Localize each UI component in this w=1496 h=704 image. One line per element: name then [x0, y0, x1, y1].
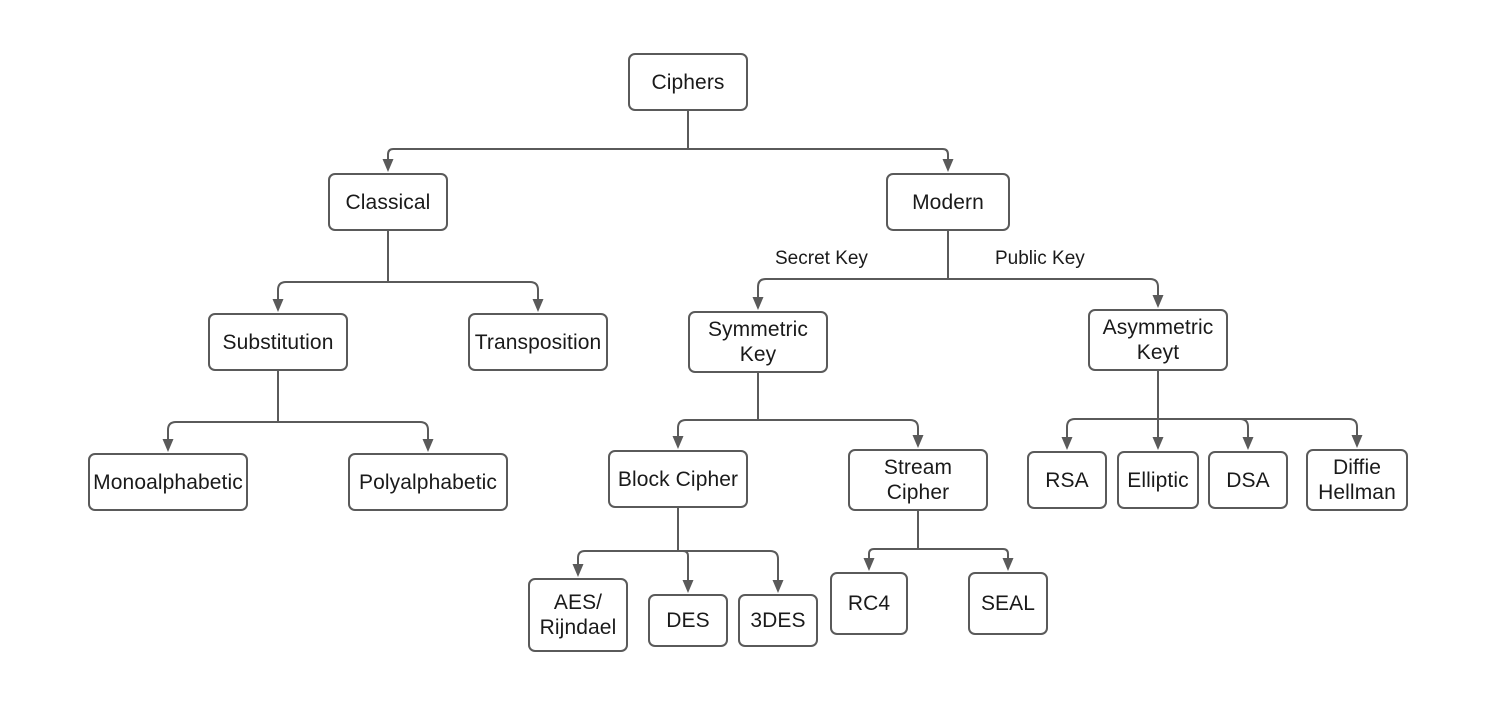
connector-line — [277, 281, 389, 302]
connector-line — [687, 148, 949, 162]
connector-arrowhead — [532, 299, 544, 312]
node-dsa[interactable]: DSA — [1208, 451, 1288, 509]
node-label: Ciphers — [651, 70, 725, 94]
node-block[interactable]: Block Cipher — [608, 450, 748, 508]
node-des[interactable]: DES — [648, 594, 728, 647]
node-label: Transposition — [474, 330, 602, 354]
connector-line — [677, 550, 689, 583]
connector-arrowhead — [162, 439, 174, 452]
connector-line — [677, 419, 759, 439]
node-label: Modern — [912, 190, 984, 214]
connector-arrowhead — [1061, 437, 1073, 450]
node-rc4[interactable]: RC4 — [830, 572, 908, 635]
node-poly[interactable]: Polyalphabetic — [348, 453, 508, 511]
node-transposition[interactable]: Transposition — [468, 313, 608, 371]
connector-line — [757, 278, 949, 300]
connector-line — [277, 421, 429, 442]
connector-arrowhead — [1242, 437, 1254, 450]
connector-line — [947, 278, 1159, 298]
connector-line — [577, 550, 679, 567]
connector-line — [757, 419, 919, 438]
node-ciphers[interactable]: Ciphers — [628, 53, 748, 111]
node-stream[interactable]: Stream Cipher — [848, 449, 988, 511]
connector-arrowhead — [1152, 295, 1164, 308]
connector-arrowhead — [752, 297, 764, 310]
node-label: Asymmetric Keyt — [1102, 316, 1214, 364]
connector-arrowhead — [272, 299, 284, 312]
connector-line — [677, 550, 779, 583]
node-label: Elliptic — [1127, 468, 1189, 492]
node-label: 3DES — [750, 609, 806, 632]
node-label: Classical — [345, 190, 431, 214]
node-label: RSA — [1045, 468, 1089, 492]
connector-arrowhead — [1351, 435, 1363, 448]
node-mono[interactable]: Monoalphabetic — [88, 453, 248, 511]
edge-label-public-key: Public Key — [995, 248, 1085, 269]
node-label: AES/ Rijndael — [539, 591, 617, 639]
node-label: Diffie Hellman — [1318, 456, 1396, 504]
node-modern[interactable]: Modern — [886, 173, 1010, 231]
connector-arrowhead — [422, 439, 434, 452]
node-label: Monoalphabetic — [93, 470, 243, 494]
connector-arrowhead — [863, 558, 875, 571]
node-label: Block Cipher — [617, 467, 739, 491]
node-label: Stream Cipher — [883, 456, 953, 504]
node-diffie[interactable]: Diffie Hellman — [1306, 449, 1408, 511]
connector-arrowhead — [1152, 437, 1164, 450]
edge-label-secret-key: Secret Key — [775, 248, 868, 269]
connector-line — [1157, 418, 1249, 440]
connector-line — [917, 548, 1009, 561]
node-rsa[interactable]: RSA — [1027, 451, 1107, 509]
connector-arrowhead — [682, 580, 694, 593]
connector-line — [387, 148, 689, 162]
node-label: Substitution — [222, 330, 334, 354]
node-substitution[interactable]: Substitution — [208, 313, 348, 371]
connector-arrowhead — [772, 580, 784, 593]
node-symmetric[interactable]: Symmetric Key — [688, 311, 828, 373]
connector-line — [1157, 418, 1358, 438]
node-label: RC4 — [847, 592, 891, 615]
node-classical[interactable]: Classical — [328, 173, 448, 231]
node-label: Polyalphabetic — [359, 470, 497, 494]
connector-line — [167, 421, 279, 442]
node-label: DSA — [1226, 468, 1270, 492]
node-label: DES — [666, 609, 710, 632]
connector-arrowhead — [672, 436, 684, 449]
connector-line — [868, 548, 919, 561]
node-label: Symmetric Key — [707, 318, 809, 366]
node-asymmetric[interactable]: Asymmetric Keyt — [1088, 309, 1228, 371]
connector-arrowhead — [572, 564, 584, 577]
node-aes[interactable]: AES/ Rijndael — [528, 578, 628, 652]
node-seal[interactable]: SEAL — [968, 572, 1048, 635]
node-elliptic[interactable]: Elliptic — [1117, 451, 1199, 509]
node-label: SEAL — [980, 592, 1036, 615]
connector-arrowhead — [912, 435, 924, 448]
connector-arrowhead — [382, 159, 394, 172]
connector-arrowhead — [942, 159, 954, 172]
connector-line — [1066, 418, 1159, 440]
node-tdes[interactable]: 3DES — [738, 594, 818, 647]
connector-line — [387, 281, 539, 302]
connector-arrowhead — [1002, 558, 1014, 571]
